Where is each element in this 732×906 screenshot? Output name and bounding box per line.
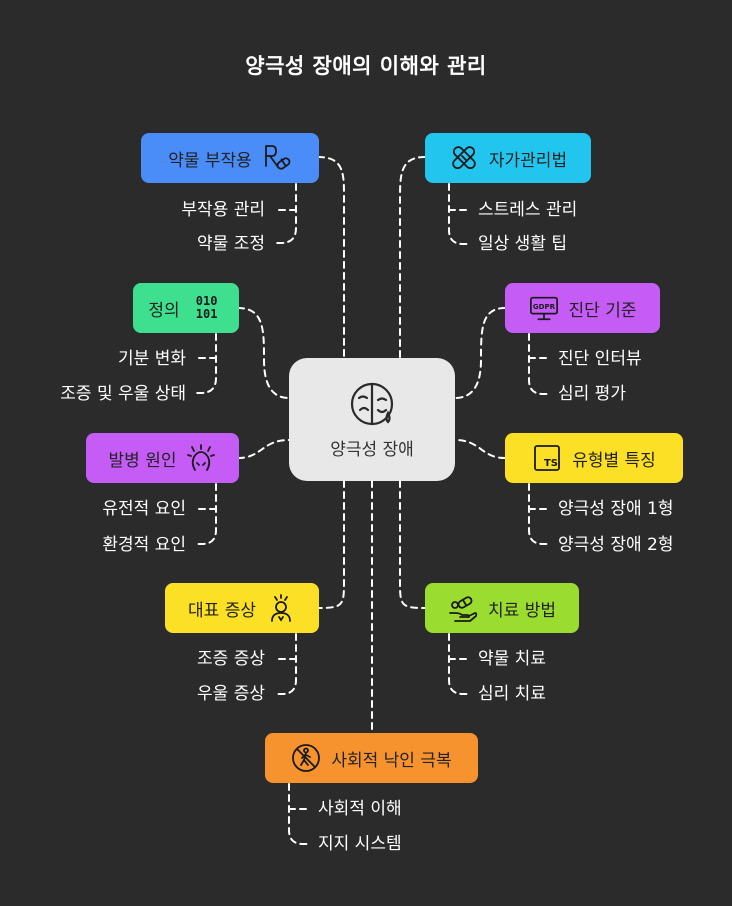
- node-label: 자가관리법: [488, 150, 568, 171]
- page-title: 양극성 장애의 이해와 관리: [245, 54, 487, 78]
- drama-mask-icon: [350, 382, 394, 426]
- pill-hand-icon: [448, 593, 478, 623]
- node-label: 약물 부작용: [168, 150, 252, 171]
- node-causes[interactable]: 발병 원인: [86, 433, 239, 483]
- leaf-treatment-1: 약물 치료: [478, 649, 546, 669]
- leaf-symptoms-2: 우울 증상: [197, 684, 265, 704]
- node-treatment[interactable]: 치료 방법: [425, 583, 579, 633]
- node-side-effects[interactable]: 약물 부작용: [141, 133, 319, 183]
- node-label: 대표 증상: [188, 600, 256, 621]
- leaf-treatment-2: 심리 치료: [478, 684, 546, 704]
- node-self-care[interactable]: 자가관리법: [425, 133, 591, 183]
- anxious-person-icon: [266, 593, 296, 623]
- node-label: 유형별 특징: [572, 450, 656, 471]
- leaf-definition-1: 기분 변화: [118, 349, 186, 369]
- node-label: 발병 원인: [108, 450, 177, 471]
- node-label: 사회적 낙인 극복: [331, 750, 452, 771]
- leaf-types-2: 양극성 장애 2형: [558, 535, 674, 555]
- leaf-side-effects-1: 부작용 관리: [181, 200, 265, 220]
- center-node[interactable]: 양극성 장애: [289, 358, 455, 481]
- leaf-definition-2: 조증 및 우울 상태: [60, 384, 186, 404]
- node-label: 치료 방법: [488, 600, 556, 621]
- node-types[interactable]: TS 유형별 특징: [505, 433, 683, 483]
- leaf-diagnosis-1: 진단 인터뷰: [558, 349, 642, 369]
- stress-head-icon: [186, 443, 216, 473]
- leaf-causes-1: 유전적 요인: [102, 499, 186, 519]
- node-label: 진단 기준: [568, 300, 637, 321]
- binary-row-top: 010: [195, 294, 218, 308]
- leaf-causes-2: 환경적 요인: [102, 535, 186, 555]
- leaf-self-care-1: 스트레스 관리: [478, 200, 578, 220]
- binary-row-bottom: 101: [195, 307, 218, 321]
- prescription-icon: [262, 143, 292, 173]
- leaf-stigma-1: 사회적 이해: [318, 799, 402, 819]
- node-diagnosis[interactable]: GDPR 진단 기준: [505, 283, 660, 333]
- gdpr-monitor-icon: GDPR: [529, 293, 559, 323]
- svg-text:TS: TS: [544, 458, 558, 469]
- node-stigma[interactable]: 사회적 낙인 극복: [265, 733, 478, 783]
- svg-text:GDPR: GDPR: [532, 302, 555, 311]
- leaf-side-effects-2: 약물 조정: [197, 234, 265, 254]
- leaf-symptoms-1: 조증 증상: [197, 649, 265, 669]
- leaf-self-care-2: 일상 생활 팁: [478, 234, 568, 254]
- node-symptoms[interactable]: 대표 증상: [165, 583, 319, 633]
- leaf-types-1: 양극성 장애 1형: [558, 499, 674, 519]
- node-label: 정의: [148, 300, 180, 321]
- ts-box-icon: TS: [532, 443, 562, 473]
- leaf-stigma-2: 지지 시스템: [318, 834, 402, 854]
- leaf-diagnosis-2: 심리 평가: [558, 384, 626, 404]
- no-walking-icon: [291, 743, 321, 773]
- bandage-icon: [449, 143, 479, 173]
- center-label: 양극성 장애: [330, 440, 414, 460]
